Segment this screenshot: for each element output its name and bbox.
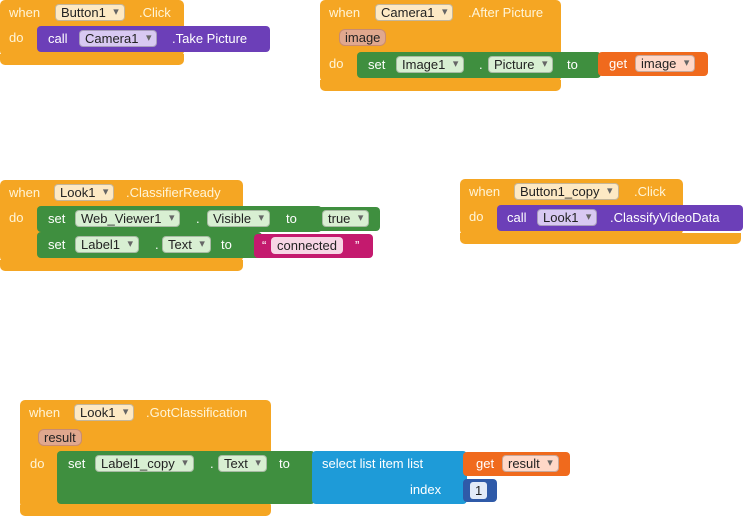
do-keyword: do bbox=[9, 30, 24, 45]
component-dropdown[interactable]: Button1 bbox=[55, 4, 125, 21]
do-keyword: do bbox=[469, 209, 484, 224]
set-property-dropdown[interactable]: Visible bbox=[207, 210, 271, 227]
set-keyword: set bbox=[48, 237, 66, 252]
component-dropdown[interactable]: Look1 bbox=[54, 184, 115, 201]
set-block-text[interactable]: set Label1 . Text to bbox=[37, 232, 262, 258]
call-method: .ClassifyVideoData bbox=[610, 210, 720, 225]
select-list-item-block[interactable]: select list item list index bbox=[312, 451, 467, 504]
event-block-foot bbox=[460, 233, 741, 244]
when-keyword: when bbox=[469, 184, 501, 199]
call-component-dropdown[interactable]: Camera1 bbox=[79, 30, 158, 47]
component-dropdown[interactable]: Camera1 bbox=[375, 4, 454, 21]
set-block-visible[interactable]: set Web_Viewer1 . Visible to bbox=[37, 206, 322, 232]
call-block[interactable]: call Look1 .ClassifyVideoData bbox=[497, 205, 743, 231]
to-keyword: to bbox=[567, 57, 578, 72]
call-keyword: call bbox=[48, 31, 68, 46]
event-name: .ClassifierReady bbox=[126, 185, 221, 200]
set-keyword: set bbox=[368, 57, 386, 72]
component-dropdown[interactable]: Button1_copy bbox=[514, 183, 619, 200]
select-list-item-label: select list item list bbox=[322, 456, 424, 471]
call-keyword: call bbox=[507, 210, 527, 225]
event-block-foot bbox=[320, 80, 561, 91]
boolean-block[interactable]: true bbox=[317, 207, 380, 231]
when-keyword: when bbox=[9, 5, 41, 20]
dot-separator: . bbox=[479, 57, 483, 72]
event-name: .Click bbox=[634, 184, 666, 199]
event-name: .Click bbox=[139, 5, 171, 20]
get-keyword: get bbox=[476, 456, 495, 471]
set-component-dropdown[interactable]: Label1 bbox=[75, 236, 140, 253]
set-component-dropdown[interactable]: Label1_copy bbox=[95, 455, 194, 472]
quote-open: “ bbox=[262, 238, 267, 253]
call-component-dropdown[interactable]: Look1 bbox=[537, 209, 598, 226]
when-keyword: when bbox=[9, 185, 41, 200]
number-block[interactable]: 1 bbox=[463, 479, 497, 502]
dot-separator: . bbox=[155, 237, 159, 252]
event-parameter[interactable]: result bbox=[38, 429, 82, 446]
to-keyword: to bbox=[221, 237, 232, 252]
set-property-dropdown[interactable]: Text bbox=[162, 236, 211, 253]
dot-separator: . bbox=[196, 211, 200, 226]
event-name: .After Picture bbox=[468, 5, 544, 20]
text-value[interactable]: connected bbox=[271, 237, 343, 254]
set-property-dropdown[interactable]: Text bbox=[218, 455, 267, 472]
index-label: index bbox=[410, 482, 442, 497]
event-name: .GotClassification bbox=[146, 405, 248, 420]
set-block[interactable]: set Label1_copy . Text to bbox=[57, 451, 315, 504]
set-property-dropdown[interactable]: Picture bbox=[488, 56, 554, 73]
call-method: .Take Picture bbox=[172, 31, 248, 46]
event-block-foot bbox=[20, 505, 271, 516]
set-keyword: set bbox=[68, 456, 86, 471]
event-parameter[interactable]: image bbox=[339, 29, 387, 46]
set-component-dropdown[interactable]: Web_Viewer1 bbox=[75, 210, 181, 227]
event-block-foot bbox=[0, 260, 243, 271]
set-block[interactable]: set Image1 . Picture to bbox=[357, 52, 601, 78]
to-keyword: to bbox=[279, 456, 290, 471]
text-block[interactable]: “ connected ” bbox=[254, 234, 373, 258]
quote-close: ” bbox=[355, 238, 360, 253]
set-component-dropdown[interactable]: Image1 bbox=[396, 56, 465, 73]
do-keyword: do bbox=[329, 56, 344, 71]
number-value[interactable]: 1 bbox=[470, 482, 488, 499]
boolean-value-dropdown[interactable]: true bbox=[322, 210, 370, 227]
when-keyword: when bbox=[29, 405, 61, 420]
get-block[interactable]: get result bbox=[463, 452, 570, 476]
get-keyword: get bbox=[609, 56, 628, 71]
event-block-foot bbox=[0, 54, 184, 65]
do-keyword: do bbox=[9, 210, 24, 225]
set-keyword: set bbox=[48, 211, 66, 226]
do-keyword: do bbox=[30, 456, 45, 471]
get-block[interactable]: get image bbox=[598, 52, 708, 76]
get-variable-dropdown[interactable]: result bbox=[502, 455, 559, 472]
when-keyword: when bbox=[329, 5, 361, 20]
call-block[interactable]: call Camera1 .Take Picture bbox=[37, 26, 270, 52]
dot-separator: . bbox=[210, 456, 214, 471]
to-keyword: to bbox=[286, 211, 297, 226]
get-variable-dropdown[interactable]: image bbox=[635, 55, 696, 72]
component-dropdown[interactable]: Look1 bbox=[74, 404, 135, 421]
